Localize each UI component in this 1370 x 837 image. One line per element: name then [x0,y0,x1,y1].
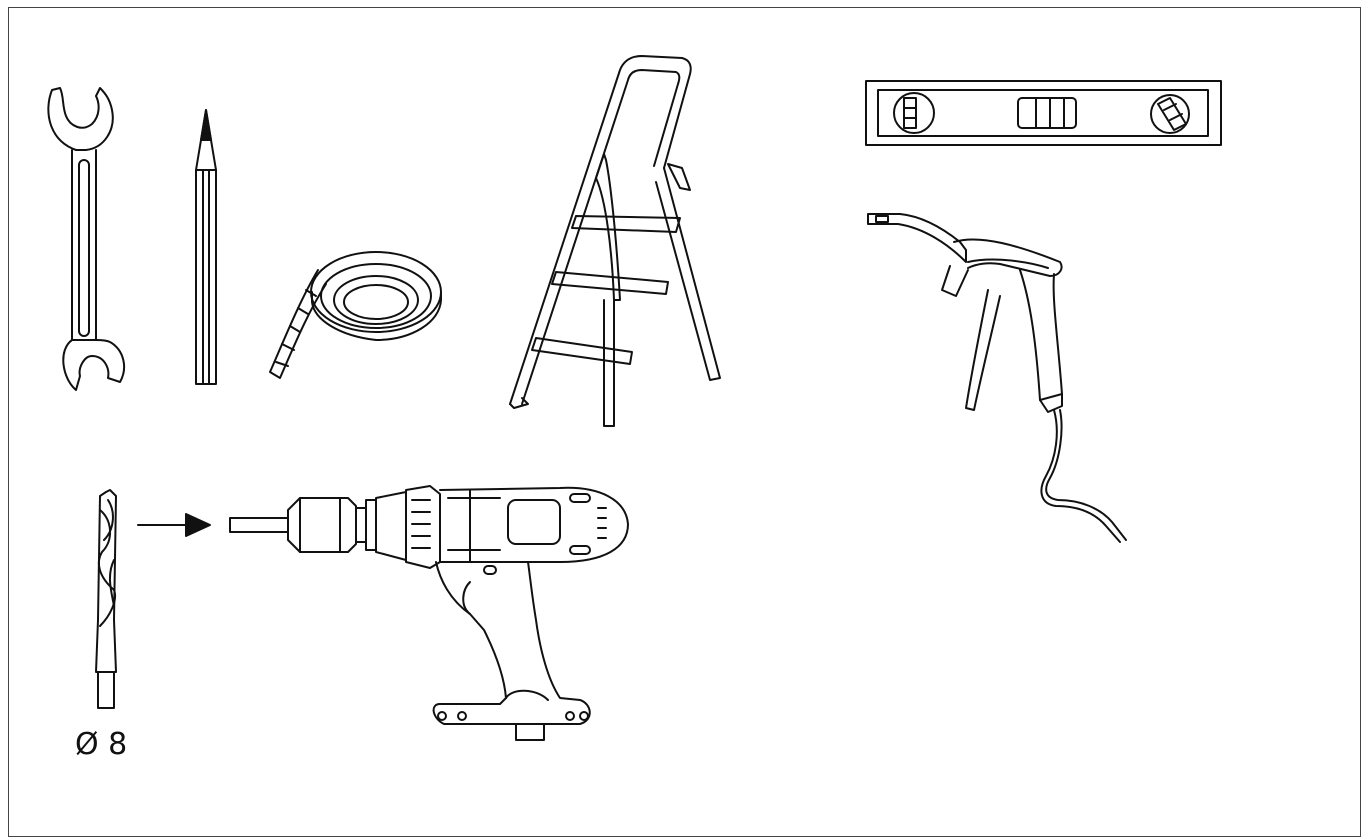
wrench-icon [47,87,126,391]
tape-roll-icon [269,251,442,379]
pencil-icon [195,109,217,385]
drill-bit-size-label: Ø 8 [75,727,128,762]
drill-bit-icon [95,489,117,709]
cordless-drill-icon [229,485,629,741]
step-ladder-icon [509,55,721,427]
spirit-level-icon [865,80,1222,146]
arrow-icon [137,513,211,537]
air-blow-gun-icon [867,213,1127,543]
